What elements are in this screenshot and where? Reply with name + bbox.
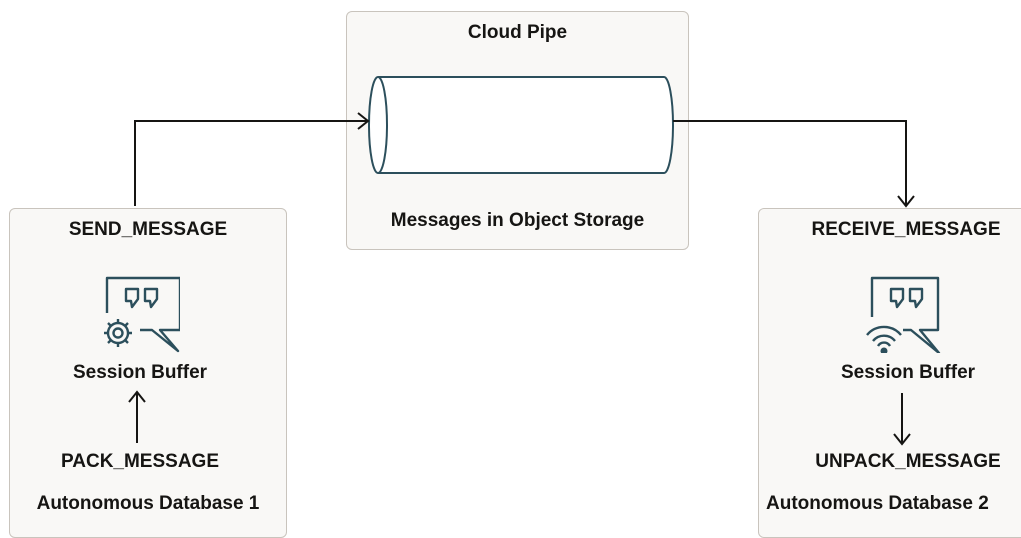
diagram-connectors — [128, 76, 915, 446]
cloud-pipe-title: Cloud Pipe — [467, 22, 568, 43]
message-wireless-icon — [866, 276, 941, 353]
db1-box — [9, 208, 287, 538]
pack-to-buffer-arrow — [128, 390, 146, 443]
db1-footer: Autonomous Database 1 — [36, 493, 260, 514]
pack-message-label: PACK_MESSAGE — [60, 451, 219, 472]
db2-box — [758, 208, 1021, 538]
db2-footer: Autonomous Database 2 — [766, 493, 989, 514]
db1-session-buffer-label: Session Buffer — [72, 362, 208, 383]
pipe-to-receive-arrow — [673, 120, 915, 208]
send-to-pipe-arrow — [134, 112, 370, 206]
message-settings-icon — [104, 276, 180, 353]
send-message-header: SEND_MESSAGE — [68, 219, 228, 240]
db2-session-buffer-label: Session Buffer — [840, 362, 976, 383]
receive-message-header: RECEIVE_MESSAGE — [811, 219, 1001, 240]
pipe-cylinder-icon — [368, 76, 674, 174]
cloud-pipe-caption: Messages in Object Storage — [390, 210, 645, 231]
unpack-message-label: UNPACK_MESSAGE — [815, 451, 1001, 472]
buffer-to-unpack-arrow — [893, 393, 911, 446]
